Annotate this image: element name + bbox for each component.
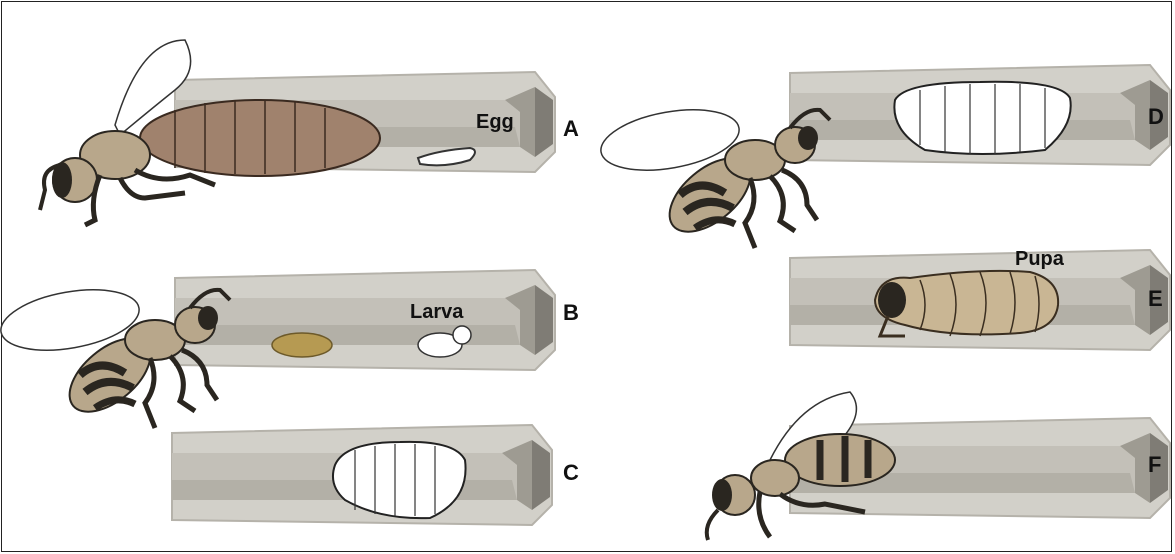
panel-a: Egg A <box>40 40 579 225</box>
panel-e: Pupa E <box>790 248 1170 350</box>
egg-gold-shape <box>272 333 332 357</box>
panel-label-a: A <box>563 116 579 141</box>
panel-label-d: D <box>1148 104 1164 129</box>
panel-c: C <box>172 425 579 525</box>
panel-f: F <box>707 392 1170 540</box>
panel-label-c: C <box>563 460 579 485</box>
panel-label-b: B <box>563 300 579 325</box>
worker-bee-illustration <box>596 100 830 248</box>
panel-label-e: E <box>1148 286 1163 311</box>
queen-bee-illustration <box>40 40 380 225</box>
panel-label-f: F <box>1148 452 1161 477</box>
panel-d: D <box>596 65 1170 248</box>
panel-b: Larva B <box>0 270 579 428</box>
emerging-bee-illustration <box>707 392 895 540</box>
brood-cell <box>175 270 555 370</box>
larva-capped-shape <box>894 82 1070 154</box>
stage-label-egg: Egg <box>476 111 514 133</box>
stage-label-larva: Larva <box>410 301 464 323</box>
stage-label-pupa: Pupa <box>1015 248 1065 270</box>
